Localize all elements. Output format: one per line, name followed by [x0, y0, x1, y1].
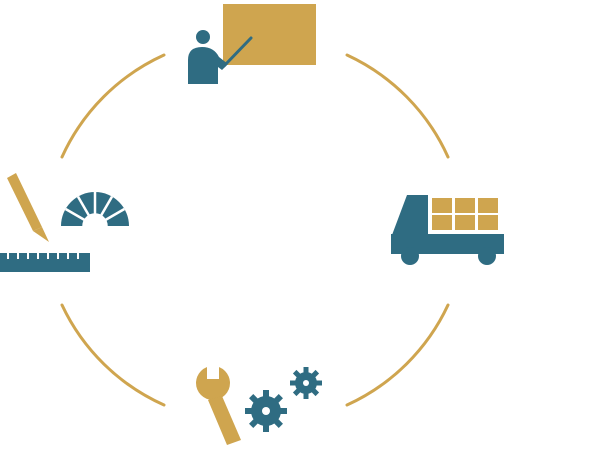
arc-bottom-left — [60, 303, 166, 407]
presenter-pointer — [222, 36, 253, 68]
arc-bottom-right — [345, 303, 450, 407]
presenter-at-board-icon — [188, 4, 316, 84]
wrench-and-gears-icon — [196, 364, 322, 445]
wrench-icon — [196, 364, 241, 445]
presenter-body — [188, 47, 228, 84]
pencil-icon — [7, 173, 49, 242]
pencil-ruler-protractor-icon — [0, 173, 129, 272]
small-gear-icon — [290, 367, 322, 399]
truck-cab — [392, 195, 428, 235]
large-gear-icon — [245, 390, 287, 432]
presentation-board — [223, 4, 316, 65]
ruler-icon — [0, 253, 90, 272]
arc-top-right — [345, 53, 450, 159]
truck-chassis — [391, 234, 504, 254]
truck-front-wheel — [401, 247, 419, 265]
truck-rear-wheel — [478, 247, 496, 265]
delivery-truck-icon — [391, 195, 504, 265]
cycle-ring — [60, 53, 450, 407]
arc-top-left — [60, 53, 166, 159]
cargo-boxes — [432, 198, 498, 230]
protractor-icon — [61, 190, 129, 228]
presenter-head — [196, 30, 210, 44]
